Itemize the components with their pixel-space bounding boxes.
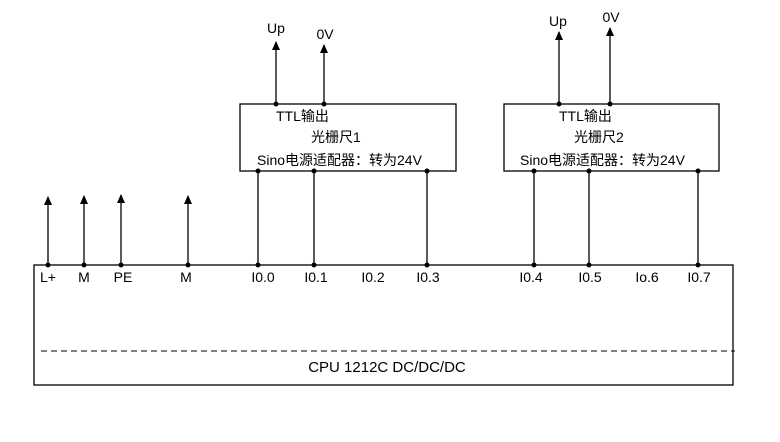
zero-v-label: 0V: [316, 26, 334, 42]
cpu-module: CPU 1212C DC/DC/DC: [33, 264, 735, 386]
terminal-label: I0.0: [251, 269, 275, 285]
terminal-label: I0.2: [361, 269, 385, 285]
connection-dots: [45, 101, 701, 268]
terminal-label: I0.1: [304, 269, 328, 285]
module-name: 光栅尺1: [311, 129, 361, 145]
input-wires: [257, 171, 699, 265]
terminal-label: L+: [40, 269, 56, 285]
grating-scale-module-1: Up 0V TTL输出 光栅尺1 Sino电源适配器：转为24V: [239, 20, 457, 172]
ttl-output-label: TTL输出: [559, 108, 612, 124]
module-name: 光栅尺2: [574, 129, 624, 145]
ttl-output-label: TTL输出: [276, 108, 329, 124]
power-arrows: [44, 194, 192, 265]
terminal-label: M: [180, 269, 192, 285]
adapter-label: Sino电源适配器：转为24V: [520, 152, 686, 168]
terminal-label: M: [78, 269, 90, 285]
terminal-label: I0.5: [578, 269, 602, 285]
terminal-label: I0.3: [416, 269, 440, 285]
module-box: [239, 103, 457, 172]
adapter-label: Sino电源适配器：转为24V: [257, 152, 423, 168]
module-box: [503, 103, 720, 172]
terminal-label: Io.6: [635, 269, 659, 285]
up-label: Up: [549, 13, 567, 29]
terminal-labels: L+ M PE M I0.0 I0.1 I0.2 I0.3 I0.4 I0.5 …: [40, 269, 711, 285]
grating-scale-module-2: Up 0V TTL输出 光栅尺2 Sino电源适配器：转为24V: [503, 9, 720, 172]
up-label: Up: [267, 20, 285, 36]
terminal-label: I0.4: [519, 269, 543, 285]
terminal-label: I0.7: [687, 269, 711, 285]
zero-v-label: 0V: [602, 9, 620, 25]
terminal-label: PE: [114, 269, 133, 285]
cpu-box: [33, 264, 734, 386]
cpu-label: CPU 1212C DC/DC/DC: [308, 359, 466, 376]
